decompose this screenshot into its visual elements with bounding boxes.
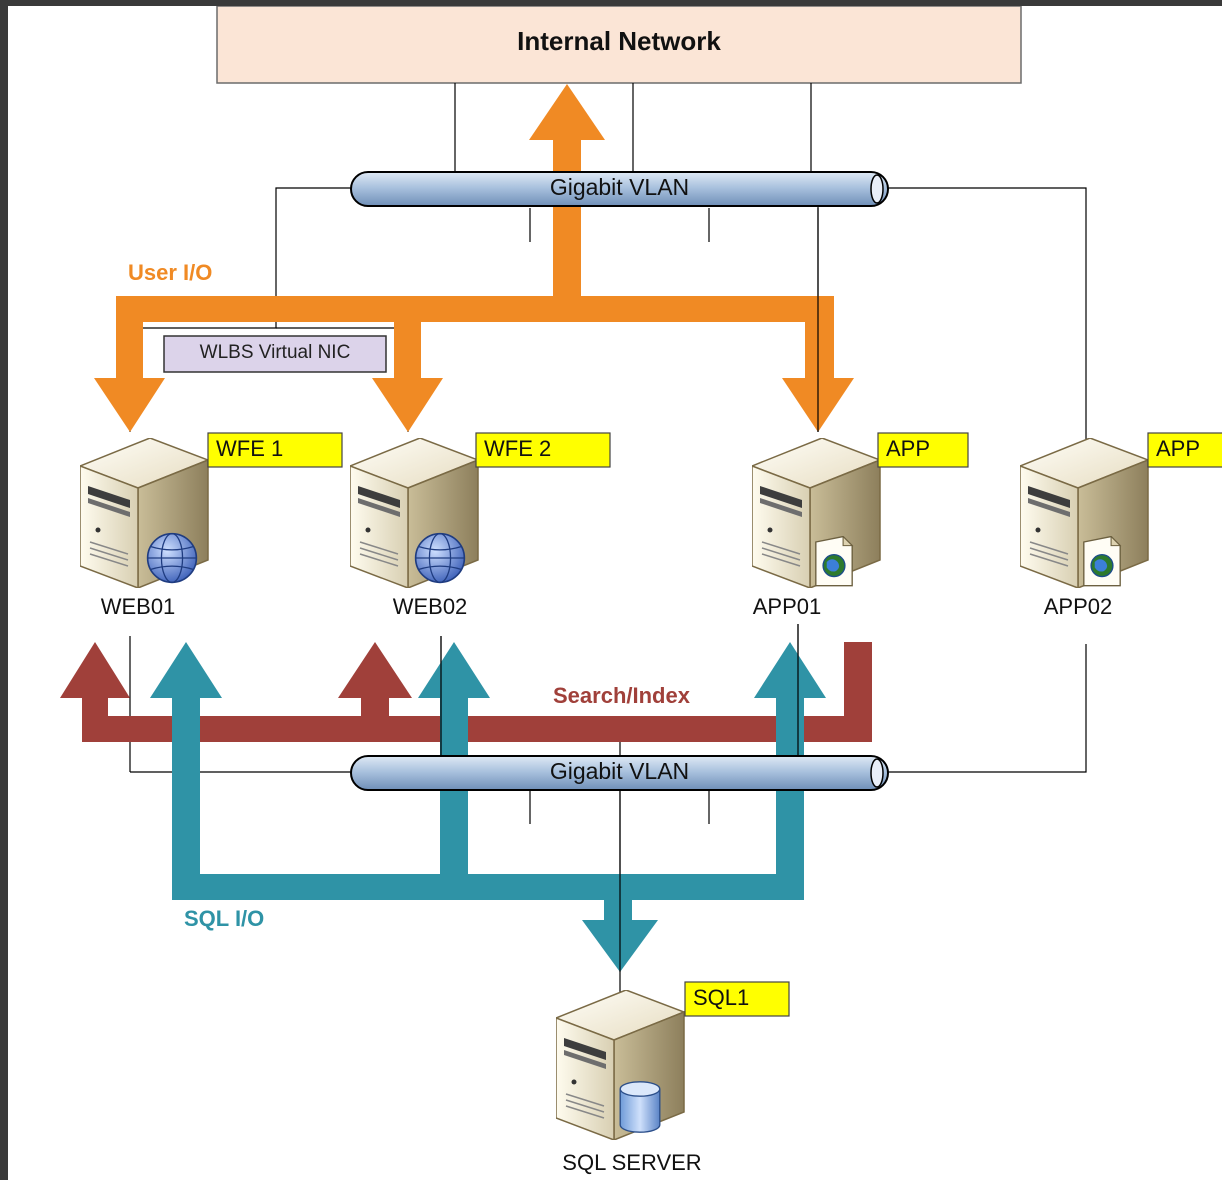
wlbs-nic-label: WLBS Virtual NIC (199, 342, 351, 363)
server-app02 (1020, 438, 1149, 588)
connection-lines (129, 83, 1087, 992)
role-tags (207, 432, 1222, 1017)
internal-network-box (216, 6, 1022, 84)
server-web01 (80, 438, 209, 588)
network-diagram: Internal Network Gigabit VLAN Gigabit VL… (8, 6, 1222, 1180)
server-sql (556, 990, 685, 1140)
sql-io-flow (150, 642, 826, 972)
search-index-label: Search/Index (553, 683, 690, 708)
sql-io-label: SQL I/O (184, 906, 265, 931)
globe-icon (414, 532, 466, 584)
wlbs-virtual-nic-box (163, 335, 387, 373)
web02-name: WEB02 (392, 594, 468, 619)
server-app01 (752, 438, 881, 588)
app02-role-tag: APP (1156, 436, 1201, 461)
globe-icon (146, 532, 198, 584)
app01-name: APP01 (752, 594, 822, 619)
internal-network-label: Internal Network (517, 26, 721, 56)
server-web02 (350, 438, 479, 588)
vlan-pipe-top (350, 171, 889, 207)
web02-role-tag: WFE 2 (484, 436, 552, 461)
search-index-flow (60, 642, 872, 742)
user-io-flow (94, 84, 854, 432)
database-icon (619, 1081, 661, 1133)
app-document-icon (1083, 536, 1121, 587)
app-document-icon (815, 536, 853, 587)
app01-role-tag: APP (886, 436, 931, 461)
sql-role-tag: SQL1 (693, 985, 750, 1010)
user-io-label: User I/O (128, 260, 213, 285)
vlan-top-label: Gigabit VLAN (549, 174, 690, 200)
diagram-graphics (60, 6, 1222, 1140)
vlan-bottom-label: Gigabit VLAN (549, 758, 690, 784)
sql-server-name: SQL SERVER (562, 1150, 702, 1175)
app02-name: APP02 (1043, 594, 1113, 619)
web01-role-tag: WFE 1 (216, 436, 284, 461)
web01-name: WEB01 (100, 594, 176, 619)
